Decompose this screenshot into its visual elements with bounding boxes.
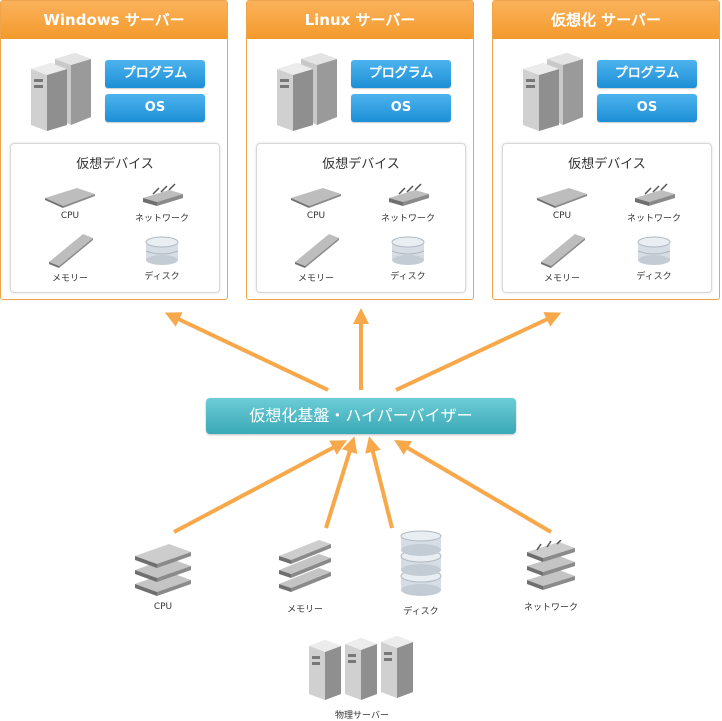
device-cpu: CPU [35,182,105,221]
physical-server: 物理サーバー [309,634,413,721]
device-memory: メモリー [281,232,351,284]
memory-stick-icon [49,234,93,268]
device-disk: ディスク [619,236,689,282]
device-label: CPU [306,211,326,221]
device-label: メモリー [51,274,88,284]
device-label: ネットワーク [134,214,189,224]
device-label: メモリー [543,274,580,284]
program-button: プログラム [597,60,697,88]
physical-label: ネットワーク [523,603,578,613]
device-label: ネットワーク [626,214,681,224]
network-card-icon [389,183,429,206]
device-label: CPU [60,211,80,221]
os-button: OS [105,94,205,122]
device-network: ネットワーク [127,182,197,224]
physical-server-icon [309,636,413,700]
physical-memory: メモリー [260,534,350,615]
arrow-from-network [394,439,553,534]
memory-stick-icon [541,234,585,268]
disk-stack-icon [145,236,179,265]
physical-label: メモリー [286,605,323,615]
device-network: ネットワーク [619,182,689,224]
arrow-to-windows [164,312,329,392]
program-button: プログラム [105,60,205,88]
physical-label: ディスク [403,607,439,617]
virtual-devices-title: 仮想デバイス [568,157,646,172]
physical-network: ネットワーク [506,540,596,613]
virtual-devices-box: 仮想デバイス CPU ネットワーク メモリー ディスク [10,143,220,293]
physical-disk: ディスク [376,530,466,617]
disk-stack-icon [637,236,671,265]
device-label: CPU [552,211,572,221]
arrow-from-memory [324,436,358,529]
memory-stick-icon [295,234,339,268]
vm-panel-windows: Windows サーバー プログラム OS 仮想デバイス CPU ネットワーク … [0,0,228,300]
cpu-chip-icon [291,188,341,208]
device-label: ディスク [144,272,180,282]
os-button: OS [351,94,451,122]
physical-server-label: 物理サーバー [335,711,389,721]
virtual-devices-box: 仮想デバイス CPU ネットワーク メモリー ディスク [256,143,466,293]
virtual-devices-title: 仮想デバイス [322,157,400,172]
server-tower-icon [523,53,583,131]
disk-stack-icon [400,530,442,596]
device-label: ネットワーク [380,214,435,224]
arrow-to-virtual [395,312,562,392]
device-cpu: CPU [527,182,597,221]
network-card-icon [143,183,183,206]
vm-panel-linux: Linux サーバー プログラム OS 仮想デバイス CPU ネットワーク メモ… [246,0,474,300]
cpu-stack-icon [135,544,191,596]
network-card-icon [635,183,675,206]
vm-panel-virtual: 仮想化 サーバー プログラム OS 仮想デバイス CPU ネットワーク メモリー… [492,0,720,300]
cpu-chip-icon [537,188,587,208]
disk-stack-icon [391,236,425,265]
device-label: ディスク [636,272,672,282]
device-label: メモリー [297,274,334,284]
arrow-from-cpu [173,440,348,534]
vm-title: Windows サーバー [1,1,227,39]
arrow-from-disk [365,436,394,529]
program-button: プログラム [351,60,451,88]
device-network: ネットワーク [373,182,443,224]
server-tower-icon [31,53,91,131]
device-disk: ディスク [127,236,197,282]
server-tower-icon [277,53,337,131]
virtual-devices-title: 仮想デバイス [76,157,154,172]
device-memory: メモリー [35,232,105,284]
device-cpu: CPU [281,182,351,221]
vm-title: 仮想化 サーバー [493,1,719,39]
device-disk: ディスク [373,236,443,282]
os-button: OS [597,94,697,122]
hypervisor-bar: 仮想化基盤・ハイパーバイザー [206,398,516,434]
virtual-devices-box: 仮想デバイス CPU ネットワーク メモリー ディスク [502,143,712,293]
memory-stack-icon [279,540,331,592]
network-stack-icon [527,540,575,590]
device-memory: メモリー [527,232,597,284]
physical-cpu: CPU [118,538,208,612]
device-label: ディスク [390,272,426,282]
vm-title: Linux サーバー [247,1,473,39]
physical-label: CPU [153,602,173,612]
cpu-chip-icon [45,188,95,208]
